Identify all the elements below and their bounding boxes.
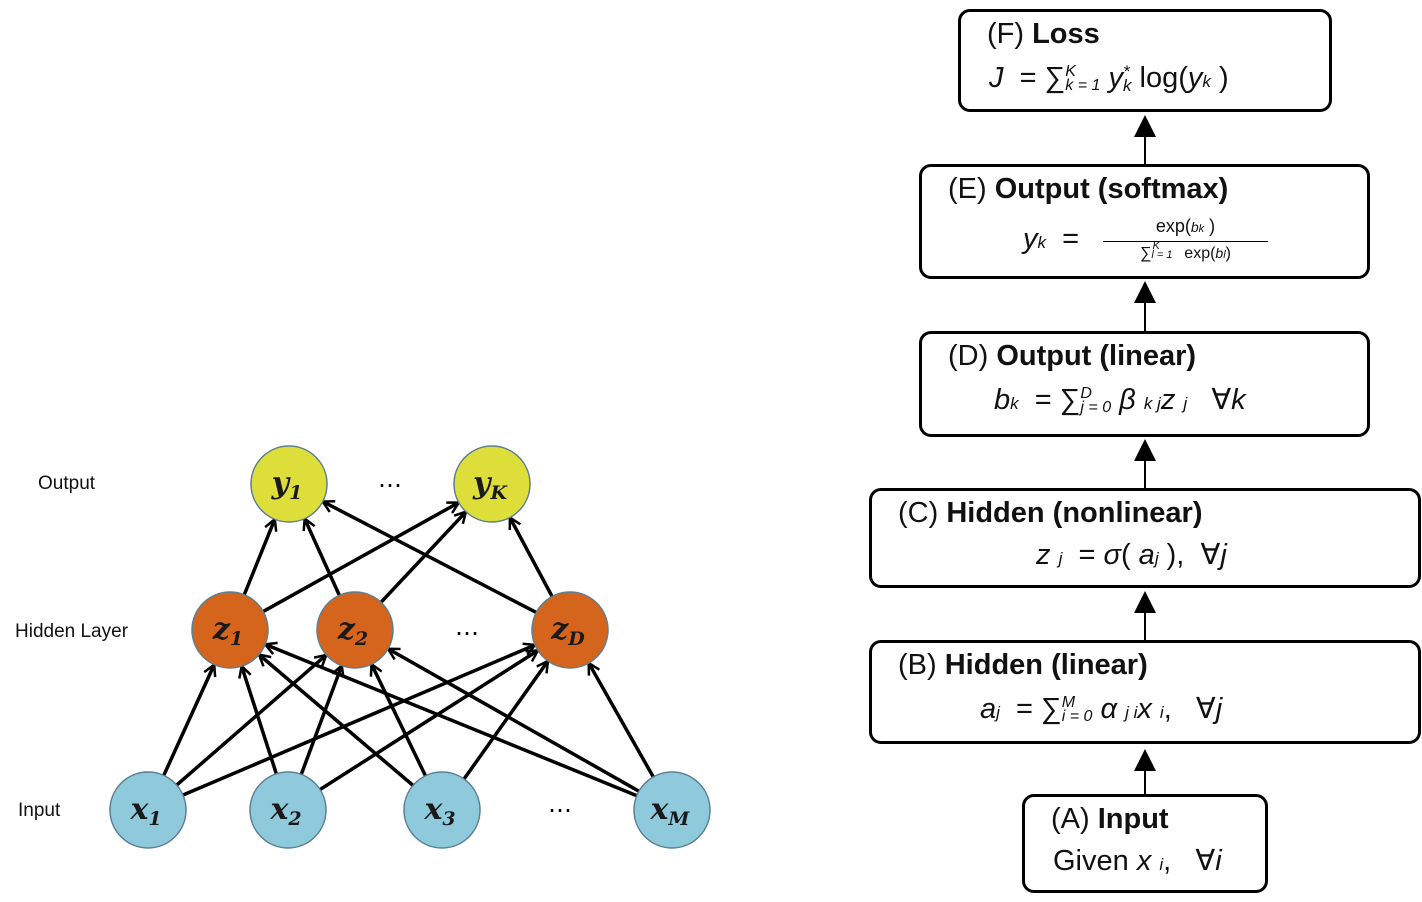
input-formula: Given x i, ∀i — [1053, 845, 1222, 877]
arrow-c-to-d-head — [1134, 439, 1156, 461]
svg-text:x3: x3 — [423, 792, 455, 830]
output-node-1: y1 — [250, 445, 328, 523]
loss-title: (F) Loss — [987, 18, 1100, 50]
svg-text:z1: z1 — [212, 612, 243, 650]
input-node-3: x3 — [403, 771, 481, 849]
output-linear-title: (D) Output (linear) — [948, 340, 1197, 372]
neural-network-diagram: y1 yK z1 z2 zD x1 x2 x3 xM … … … — [109, 445, 711, 849]
output-ellipsis: … — [378, 465, 402, 493]
input-box: (A) Input Given x i, ∀i — [1022, 794, 1268, 893]
softmax-lhs: yk = — [1023, 223, 1080, 255]
arrow-d-to-e-line — [1144, 302, 1146, 331]
hidden-row-label: Hidden Layer — [15, 621, 129, 642]
hidden-linear-title: (B) Hidden (linear) — [898, 649, 1148, 681]
input-node-2: x2 — [249, 771, 327, 849]
edge-z3-y1 — [324, 502, 541, 616]
edge-x2-z2 — [298, 667, 342, 779]
softmax-fraction: exp(bk ) ∑l = 1K exp(bl) — [1103, 215, 1268, 266]
svg-text:zD: zD — [550, 612, 585, 650]
input-node-4: xM — [633, 771, 711, 849]
hidden-nonlinear-title: (C) Hidden (nonlinear) — [898, 497, 1203, 529]
svg-text:y1: y1 — [271, 466, 303, 504]
edge-z2-y2 — [376, 512, 465, 607]
edge-x2-z3 — [315, 651, 537, 794]
svg-text:z2: z2 — [337, 612, 368, 650]
output-row-label: Output — [38, 473, 96, 494]
output-node-2: yK — [453, 445, 531, 523]
hidden-node-1: z1 — [191, 591, 269, 669]
arrow-b-to-c-line — [1144, 612, 1146, 640]
edge-x4-z2 — [389, 649, 644, 795]
hidden-nonlinear-formula: z j = σ( aj ), ∀j — [1036, 539, 1227, 571]
edge-z3-y2 — [510, 518, 556, 601]
arrow-a-to-b-line — [1144, 770, 1146, 794]
svg-text:yK: yK — [472, 466, 508, 504]
svg-text:x1: x1 — [129, 792, 161, 830]
edge-x1-z1 — [160, 665, 214, 780]
arrow-e-to-f-line — [1144, 136, 1146, 164]
hidden-ellipsis: … — [455, 613, 479, 641]
edge-x3-z3 — [460, 662, 548, 784]
arrow-d-to-e-head — [1134, 281, 1156, 303]
arrow-c-to-d-line — [1144, 460, 1146, 488]
svg-text:x2: x2 — [269, 792, 301, 830]
input-node-1: x1 — [109, 771, 187, 849]
edge-x4-z1 — [266, 645, 642, 799]
edge-x3-z2 — [372, 665, 429, 781]
edge-z1-y2 — [258, 503, 458, 615]
softmax-title: (E) Output (softmax) — [948, 173, 1229, 205]
hidden-node-3: zD — [531, 591, 609, 669]
input-ellipsis: … — [548, 790, 572, 818]
arrow-b-to-c-head — [1134, 591, 1156, 613]
arrow-a-to-b-head — [1134, 749, 1156, 771]
input-row-label: Input — [18, 800, 61, 821]
input-title: (A) Input — [1051, 803, 1169, 835]
hidden-nonlinear-box: (C) Hidden (nonlinear) z j = σ( aj ), ∀j — [869, 488, 1421, 588]
edge-x1-z3 — [178, 645, 534, 799]
edge-z1-y1 — [241, 520, 275, 600]
svg-text:xM: xM — [650, 792, 691, 830]
hidden-node-2: z2 — [316, 591, 394, 669]
softmax-box: (E) Output (softmax) yk = exp(bk ) ∑l = … — [919, 164, 1370, 279]
arrow-e-to-f-head — [1134, 115, 1156, 137]
edge-x2-z1 — [242, 667, 280, 779]
edge-z2-y1 — [305, 520, 343, 600]
edge-x1-z2 — [172, 656, 326, 790]
edge-x3-z1 — [260, 655, 418, 790]
edge-x4-z3 — [589, 664, 657, 782]
